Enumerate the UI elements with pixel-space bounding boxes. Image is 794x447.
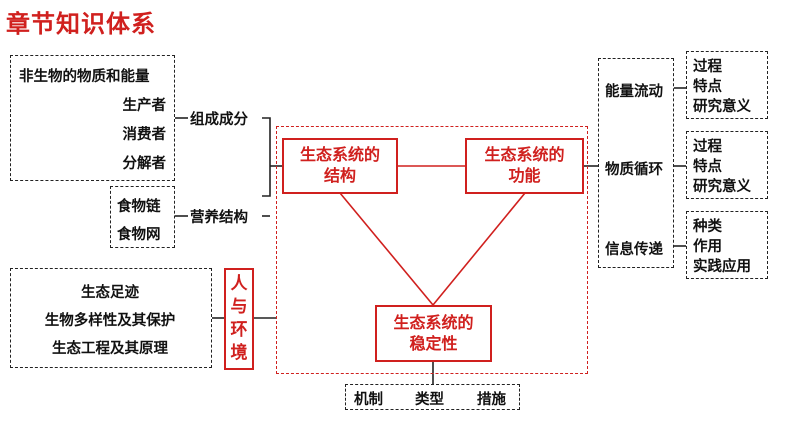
composition-item: 消费者 — [122, 127, 167, 143]
trophic-items-box: 食物链 食物网 — [110, 186, 175, 248]
function-box: 生态系统的 功能 — [465, 138, 584, 194]
human-items-box: 生态足迹 生物多样性及其保护 生态工程及其原理 — [10, 268, 212, 368]
core-frame — [276, 126, 588, 374]
human-environment-box: 人 与 环 境 — [224, 268, 254, 370]
energy-flow-label: 能量流动 — [605, 84, 663, 100]
info-details-box: 种类 作用 实践应用 — [686, 211, 768, 279]
human-item: 生物多样性及其保护 — [44, 313, 176, 329]
matter-detail: 特点 — [693, 159, 722, 175]
info-detail: 实践应用 — [693, 259, 751, 275]
energy-details-box: 过程 特点 研究意义 — [686, 51, 768, 119]
composition-bracket — [262, 117, 271, 197]
matter-details-box: 过程 特点 研究意义 — [686, 131, 768, 199]
energy-detail: 研究意义 — [693, 99, 751, 115]
trophic-item: 食物链 — [117, 199, 161, 215]
trophic-label: 营养结构 — [190, 210, 248, 226]
function-stability-link — [432, 192, 526, 306]
energy-detail: 过程 — [693, 59, 722, 75]
stability-item: 类型 — [415, 392, 444, 408]
page-title: 章节知识体系 — [6, 10, 156, 38]
human-item: 生态工程及其原理 — [52, 341, 168, 357]
composition-items-box: 非生物的物质和能量 生产者 消费者 分解者 — [10, 55, 175, 181]
composition-item: 生产者 — [122, 98, 167, 114]
composition-label: 组成成分 — [190, 112, 248, 128]
stability-item: 机制 — [354, 392, 383, 408]
stability-item: 措施 — [477, 392, 506, 408]
matter-cycle-label: 物质循环 — [605, 162, 663, 178]
human-item: 生态足迹 — [81, 285, 139, 301]
trophic-item: 食物网 — [117, 227, 161, 243]
composition-item: 非生物的物质和能量 — [19, 69, 150, 85]
energy-detail: 特点 — [693, 79, 722, 95]
info-detail: 种类 — [693, 219, 722, 235]
stability-box: 生态系统的 稳定性 — [375, 305, 492, 362]
structure-box: 生态系统的 结构 — [282, 138, 398, 194]
composition-item: 分解者 — [122, 156, 167, 172]
function-types-box: 能量流动 物质循环 信息传递 — [598, 58, 674, 268]
matter-detail: 研究意义 — [693, 179, 751, 195]
structure-stability-link — [339, 192, 434, 306]
info-transfer-label: 信息传递 — [605, 242, 663, 258]
info-detail: 作用 — [693, 239, 722, 255]
matter-detail: 过程 — [693, 139, 722, 155]
stability-items-box: 机制 类型 措施 — [345, 384, 520, 410]
